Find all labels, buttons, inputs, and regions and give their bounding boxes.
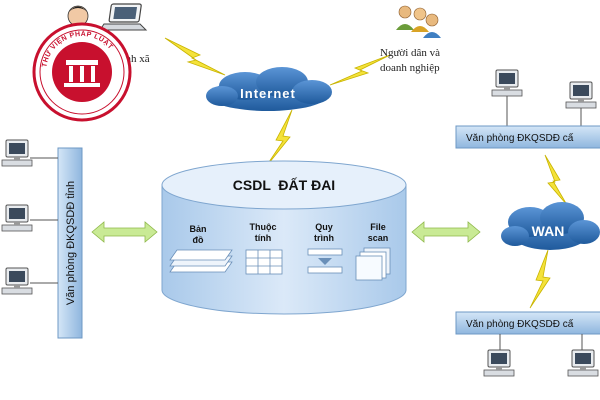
district-office-label-top: Văn phòng ĐKQSDĐ cấ [466,132,574,144]
component-process-line1: Quy [315,222,333,232]
wan-cloud [501,202,600,250]
component-attribute-line1: Thuộc [250,222,277,232]
component-map-line2: đồ [193,235,204,245]
computer-icon [567,349,599,377]
double-arrow-right [411,221,481,243]
scanned-files-icon [355,247,391,281]
lightning-bolt-internet-db [264,109,293,169]
computer-icon [565,81,597,109]
double-arrow-left [91,221,158,243]
table-icon [245,249,283,275]
provincial-office-bar [57,147,83,339]
thu-vien-phap-luat-logo: THƯ VIỆN PHÁP LUẬT [32,22,132,122]
component-scan-line1: File [370,222,386,232]
provincial-office-label: Văn phòng ĐKQSDĐ tỉnh [65,181,77,305]
lightning-bolt-wan-top [544,154,568,206]
people-group-icon [396,5,441,38]
internet-cloud [206,67,332,111]
computer-icon [1,139,33,167]
laptop-icon [99,3,148,31]
wan-label: WAN [532,223,565,239]
internet-label: Internet [240,86,296,101]
map-layers-icon [169,249,233,273]
district-office-label-bottom: Văn phòng ĐKQSDĐ cấ [466,318,574,330]
district-office-bar-bottom [455,311,600,335]
lightning-bolt-wan-bottom [529,249,551,309]
component-map-line1: Bản [189,224,206,234]
computer-icon [483,349,515,377]
citizens-label-line2: doanh nghiệp [380,62,440,74]
database-cylinder [161,160,407,315]
process-icon [307,248,343,274]
component-attribute-line2: tính [255,233,272,243]
citizens-label-line1: Người dân và [380,47,440,59]
computer-icon [1,204,33,232]
computer-icon [1,267,33,295]
lightning-bolt-citizens [329,54,391,86]
component-scan-line2: scan [368,233,389,243]
database-title: CSDL ĐẤT ĐAI [233,177,335,193]
lightning-bolt-commune [164,37,226,76]
district-office-bar-top [455,125,600,149]
component-process-line2: trình [314,233,334,243]
computer-icon [491,69,523,97]
